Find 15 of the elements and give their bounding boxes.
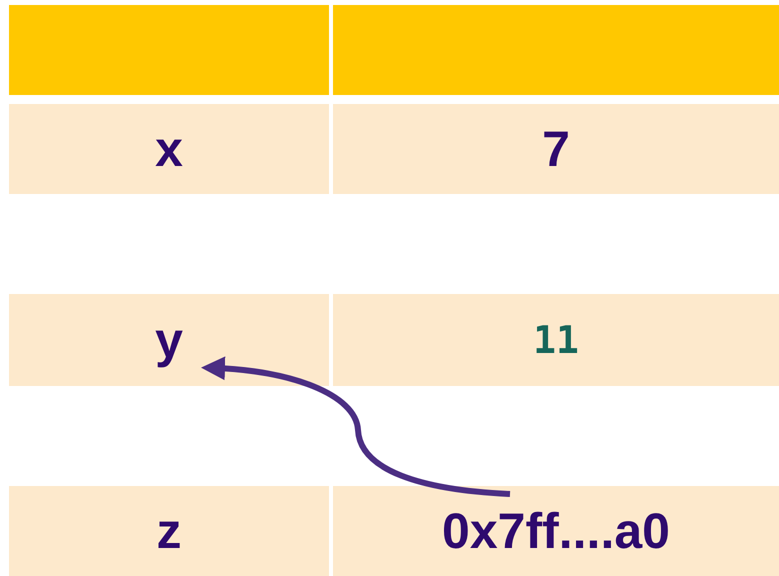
cell-text: 0x7ff....a0: [442, 502, 670, 560]
curved-arrow: [201, 356, 510, 497]
cell-text: y: [155, 310, 183, 370]
table-cell: [333, 294, 779, 386]
value-text: 11: [533, 316, 579, 364]
table-cell: [9, 294, 329, 386]
table-cell: [333, 486, 779, 576]
cell-text: 7: [542, 120, 570, 178]
table-cell: [333, 104, 779, 194]
cell-text: x: [155, 120, 183, 178]
header-cell: [9, 5, 329, 95]
table-cell: [9, 104, 329, 194]
header-cell: [333, 5, 779, 95]
cell-text: z: [156, 502, 182, 560]
table-cell: [9, 486, 329, 576]
